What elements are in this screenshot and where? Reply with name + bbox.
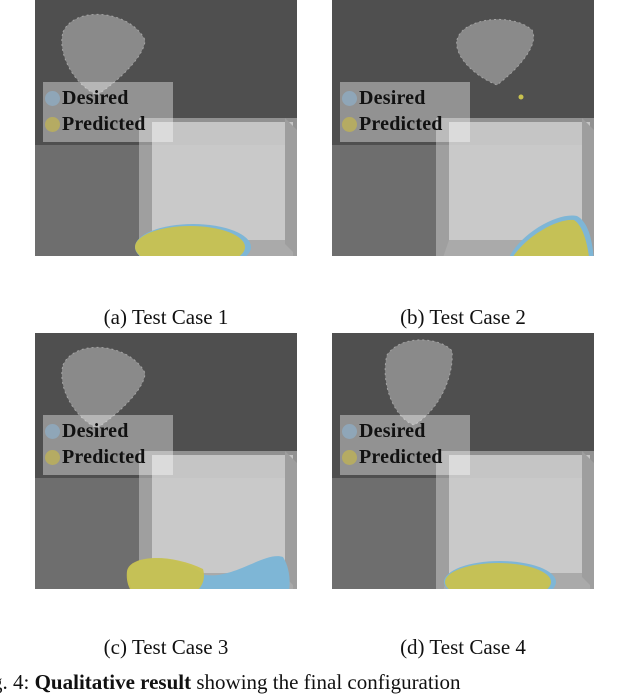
figure-caption-prefix: g. 4:	[0, 670, 30, 694]
granular-source	[456, 19, 534, 85]
panel-test-case-3: Desired Predicted	[35, 333, 297, 589]
figure-caption-bold: Qualitative result	[34, 670, 192, 694]
legend-desired-label: Desired	[359, 419, 426, 442]
legend-desired-label: Desired	[359, 86, 426, 109]
scene-test-case-3	[35, 333, 297, 589]
legend-desired: Desired	[45, 86, 129, 110]
granular-source	[61, 347, 146, 428]
desired-dot-icon	[45, 90, 60, 106]
legend-predicted: Predicted	[342, 445, 443, 469]
legend-predicted: Predicted	[342, 112, 443, 136]
legend: Desired Predicted	[43, 82, 173, 142]
figure-caption-suffix: showing the final configuration	[191, 670, 461, 694]
container-inner-wall	[449, 122, 590, 240]
panel-test-case-4: Desired Predicted	[332, 333, 594, 589]
legend-desired: Desired	[342, 419, 426, 443]
predicted-particles	[513, 219, 589, 256]
desired-dot-icon	[342, 90, 357, 106]
scene-test-case-4	[332, 333, 594, 589]
legend: Desired Predicted	[340, 415, 470, 475]
predicted-dot-icon	[45, 116, 60, 132]
legend-predicted-label: Predicted	[62, 445, 146, 468]
scene-test-case-2	[332, 0, 594, 256]
predicted-particles	[135, 226, 245, 256]
legend-desired: Desired	[342, 86, 426, 110]
panel-test-case-2: Desired Predicted	[332, 0, 594, 256]
caption-test-case-2: (b) Test Case 2	[400, 305, 526, 329]
legend-predicted: Predicted	[45, 445, 146, 469]
desired-dot-icon	[45, 423, 60, 439]
granular-source	[385, 339, 453, 425]
legend: Desired Predicted	[43, 415, 173, 475]
legend-predicted: Predicted	[45, 112, 146, 136]
container-inner-wall	[152, 122, 293, 240]
granular-source	[61, 14, 146, 95]
caption-test-case-3: (c) Test Case 3	[103, 635, 229, 659]
legend-predicted-label: Predicted	[62, 112, 146, 135]
falling-particle	[518, 94, 524, 100]
legend-desired-label: Desired	[62, 86, 129, 109]
caption-test-case-1: (a) Test Case 1	[103, 305, 229, 329]
caption-test-case-4: (d) Test Case 4	[400, 635, 526, 659]
container-inner-wall	[449, 455, 590, 573]
figure-caption: g. 4: Qualitative result showing the fin…	[0, 670, 624, 695]
legend: Desired Predicted	[340, 82, 470, 142]
legend-desired: Desired	[45, 419, 129, 443]
predicted-dot-icon	[342, 116, 357, 132]
desired-dot-icon	[342, 423, 357, 439]
predicted-dot-icon	[45, 449, 60, 465]
predicted-particles	[126, 558, 204, 589]
scene-test-case-1	[35, 0, 297, 256]
legend-predicted-label: Predicted	[359, 112, 443, 135]
legend-desired-label: Desired	[62, 419, 129, 442]
predicted-dot-icon	[342, 449, 357, 465]
panel-test-case-1: Desired Predicted	[35, 0, 297, 256]
container-inner-wall	[152, 455, 293, 573]
legend-predicted-label: Predicted	[359, 445, 443, 468]
predicted-particles	[445, 563, 551, 589]
